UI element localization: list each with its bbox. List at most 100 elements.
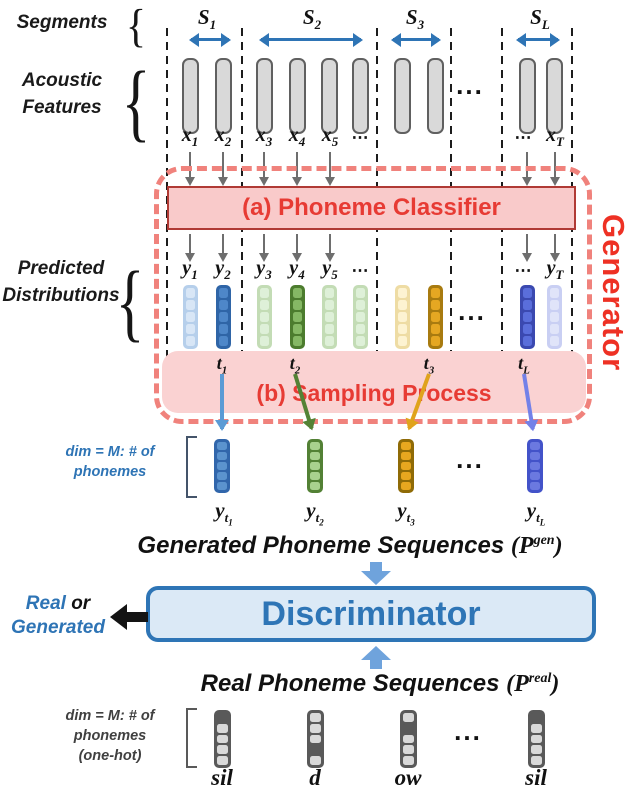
phoneme-classifier-box: (a) Phoneme Classifier xyxy=(167,186,576,230)
distribution-vector xyxy=(322,285,337,349)
down-arrow-icon xyxy=(325,152,335,186)
dim-generated-bracket xyxy=(186,436,197,498)
sampled-vector-violet xyxy=(527,439,543,493)
phoneme-label-d: d xyxy=(309,765,321,790)
y5-label: y5 xyxy=(322,257,338,282)
acoustic-frame-bar xyxy=(352,58,369,134)
acoustic-frame-bar xyxy=(321,58,338,134)
discriminator-box: Discriminator xyxy=(146,586,596,642)
acoustic-frame-bar xyxy=(215,58,232,134)
dim-real-label: dim = M: # of phonemes (one-hot) xyxy=(65,708,155,764)
y1-label: y1 xyxy=(182,257,198,282)
acoustic-frame-bar xyxy=(182,58,199,134)
x-row-ellipsis: ⋯ xyxy=(514,128,532,147)
onehot-vector-d xyxy=(307,710,324,768)
down-arrow-icon xyxy=(292,152,302,186)
distribution-vector xyxy=(395,285,410,349)
x1-label: x1 xyxy=(181,124,199,149)
yt1-label: yt1 xyxy=(215,498,233,528)
phoneme-label-sil-2: sil xyxy=(525,765,547,790)
verdict-label: Real or Generated xyxy=(11,593,105,638)
down-chevron-arrow-icon xyxy=(361,562,391,585)
down-arrow-icon xyxy=(522,234,532,262)
sampled-vector-gold xyxy=(398,439,414,493)
onehot-vector-sil xyxy=(214,710,231,768)
distribution-vector xyxy=(353,285,368,349)
acoustic-frame-bar xyxy=(519,58,536,134)
segment-span-arrow-s3 xyxy=(391,32,441,47)
distribution-vector xyxy=(257,285,272,349)
xT-label: xT xyxy=(546,124,564,149)
dim-generated-label: dim = M: # of phonemes xyxy=(65,444,155,480)
acoustic-frame-bar xyxy=(546,58,563,134)
generator-region xyxy=(154,166,592,424)
predicted-distributions-label-line1: Predicted xyxy=(17,258,105,279)
down-arrow-icon xyxy=(550,152,560,186)
distribution-vector-selected xyxy=(428,285,443,349)
t1-label: t1 xyxy=(216,353,228,377)
t3-label: t3 xyxy=(423,353,435,377)
distribution-vector-selected xyxy=(520,285,535,349)
onehot-vector-sil-2 xyxy=(528,710,545,768)
up-chevron-arrow-icon xyxy=(361,646,391,669)
x4-label: x4 xyxy=(288,124,306,149)
acoustic-frame-bar xyxy=(427,58,444,134)
yt3-label: yt3 xyxy=(397,498,415,528)
down-arrow-icon xyxy=(259,152,269,186)
down-arrow-icon xyxy=(325,234,335,262)
acoustic-frame-bar xyxy=(394,58,411,134)
phoneme-label-sil: sil xyxy=(211,765,233,790)
down-arrow-icon xyxy=(522,152,532,186)
acoustic-frame-bar xyxy=(256,58,273,134)
segment-sL-label: SL xyxy=(530,5,550,33)
segment-s2-label: S2 xyxy=(302,5,322,33)
sampled-vector-green xyxy=(307,439,323,493)
ytL-label: ytL xyxy=(526,498,546,528)
down-arrow-icon xyxy=(185,152,195,186)
x2-label: x2 xyxy=(214,124,232,149)
y2-label: y2 xyxy=(215,257,231,282)
yT-label: yT xyxy=(546,257,564,282)
t2-label: t2 xyxy=(289,353,301,377)
x5-label: x5 xyxy=(321,124,339,149)
sampled-ellipsis: ... xyxy=(456,444,484,474)
dim-real-bracket xyxy=(186,708,197,768)
segment-s3-label: S3 xyxy=(405,5,425,33)
sampling-process-box xyxy=(162,351,586,413)
sample-arrow-blue xyxy=(215,374,229,431)
segment-s1-label: S1 xyxy=(197,5,217,33)
down-arrow-icon xyxy=(259,234,269,262)
y-row-ellipsis: ⋯ xyxy=(514,261,532,280)
segments-brace: { xyxy=(125,1,147,53)
y-row-ellipsis: ⋯ xyxy=(351,261,369,280)
down-arrow-icon xyxy=(218,234,228,262)
segment-span-arrow-s1 xyxy=(189,32,231,47)
segment-span-arrow-sL xyxy=(516,32,560,47)
down-arrow-icon xyxy=(185,234,195,262)
yt2-label: yt2 xyxy=(306,498,324,528)
down-arrow-icon xyxy=(218,152,228,186)
distribution-vector-selected xyxy=(290,285,305,349)
segment-span-arrow-s2 xyxy=(259,32,363,47)
down-arrow-icon xyxy=(550,234,560,262)
real-sequences-caption: Real Phoneme Sequences (Preal) xyxy=(200,670,560,697)
x3-label: x3 xyxy=(255,124,273,149)
predicted-distributions-label-line2: Distributions xyxy=(2,285,120,306)
acoustic-frame-bar xyxy=(289,58,306,134)
sampled-vector-blue xyxy=(214,439,230,493)
acoustic-features-brace: { xyxy=(121,53,151,150)
x-row-ellipsis: ⋯ xyxy=(351,128,369,147)
y4-label: y4 xyxy=(289,257,305,282)
generated-sequences-caption: Generated Phoneme Sequences (Pgen) xyxy=(137,532,563,559)
y3-label: y3 xyxy=(256,257,272,282)
acoustic-ellipsis: ... xyxy=(456,70,484,100)
predicted-distributions-brace: { xyxy=(115,253,145,350)
left-arrow-icon xyxy=(110,604,148,630)
distribution-vector-selected xyxy=(216,285,231,349)
onehot-vector-ow xyxy=(400,710,417,768)
generator-label: Generator xyxy=(596,214,631,372)
onehot-ellipsis: ... xyxy=(454,716,482,746)
acoustic-features-label-line2: Features xyxy=(22,97,102,118)
down-arrow-icon xyxy=(292,234,302,262)
